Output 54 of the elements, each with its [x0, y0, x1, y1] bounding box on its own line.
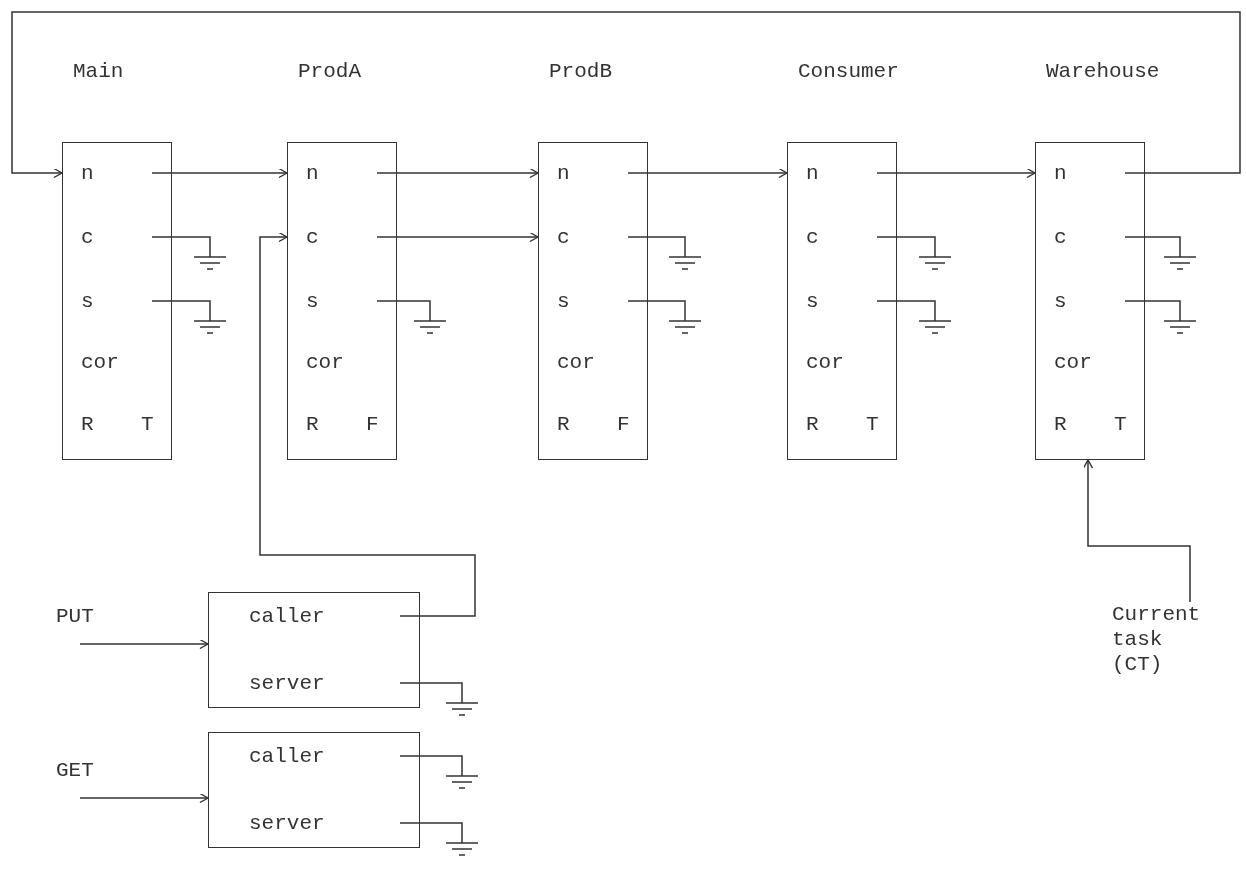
task-name: Main — [73, 61, 124, 82]
field-name: n — [806, 163, 819, 184]
field-name: n — [81, 163, 94, 184]
arrow — [396, 231, 539, 243]
arrow — [259, 231, 476, 617]
field-name: cor — [557, 352, 595, 373]
field-name: R — [81, 414, 94, 435]
field-name: n — [1054, 163, 1067, 184]
flag-value: F — [366, 414, 379, 435]
field-name: c — [806, 227, 819, 248]
field-name: R — [557, 414, 570, 435]
field-name: R — [1054, 414, 1067, 435]
field-name: caller — [249, 606, 325, 627]
entry-label: PUT — [56, 604, 106, 630]
flag-value: T — [141, 414, 154, 435]
arrow — [1082, 459, 1191, 603]
field-name: s — [306, 291, 319, 312]
field-name: c — [557, 227, 570, 248]
entry-label: Current task (CT) — [1112, 602, 1212, 678]
arrow — [11, 11, 1241, 179]
field-name: c — [81, 227, 94, 248]
task-name: ProdA — [298, 61, 361, 82]
arrow — [79, 638, 209, 650]
field-name: cor — [81, 352, 119, 373]
arrow — [171, 167, 288, 179]
field-name: caller — [249, 746, 325, 767]
field-name: R — [806, 414, 819, 435]
flag-value: T — [866, 414, 879, 435]
arrow — [396, 167, 539, 179]
field-name: R — [306, 414, 319, 435]
arrow — [79, 792, 209, 804]
task-name: ProdB — [549, 61, 612, 82]
arrow — [647, 167, 788, 179]
field-name: cor — [306, 352, 344, 373]
entry-record-box — [208, 592, 420, 708]
field-name: c — [1054, 227, 1067, 248]
field-name: server — [249, 813, 325, 834]
flag-value: F — [617, 414, 630, 435]
field-name: cor — [1054, 352, 1092, 373]
field-name: n — [557, 163, 570, 184]
entry-record-box — [208, 732, 420, 848]
entry-label: GET — [56, 758, 106, 784]
field-name: cor — [806, 352, 844, 373]
field-name: s — [557, 291, 570, 312]
task-name: Consumer — [798, 61, 899, 82]
field-name: s — [806, 291, 819, 312]
field-name: s — [81, 291, 94, 312]
task-name: Warehouse — [1046, 61, 1160, 82]
field-name: n — [306, 163, 319, 184]
field-name: c — [306, 227, 319, 248]
field-name: s — [1054, 291, 1067, 312]
field-name: server — [249, 673, 325, 694]
arrow — [896, 167, 1036, 179]
flag-value: T — [1114, 414, 1127, 435]
